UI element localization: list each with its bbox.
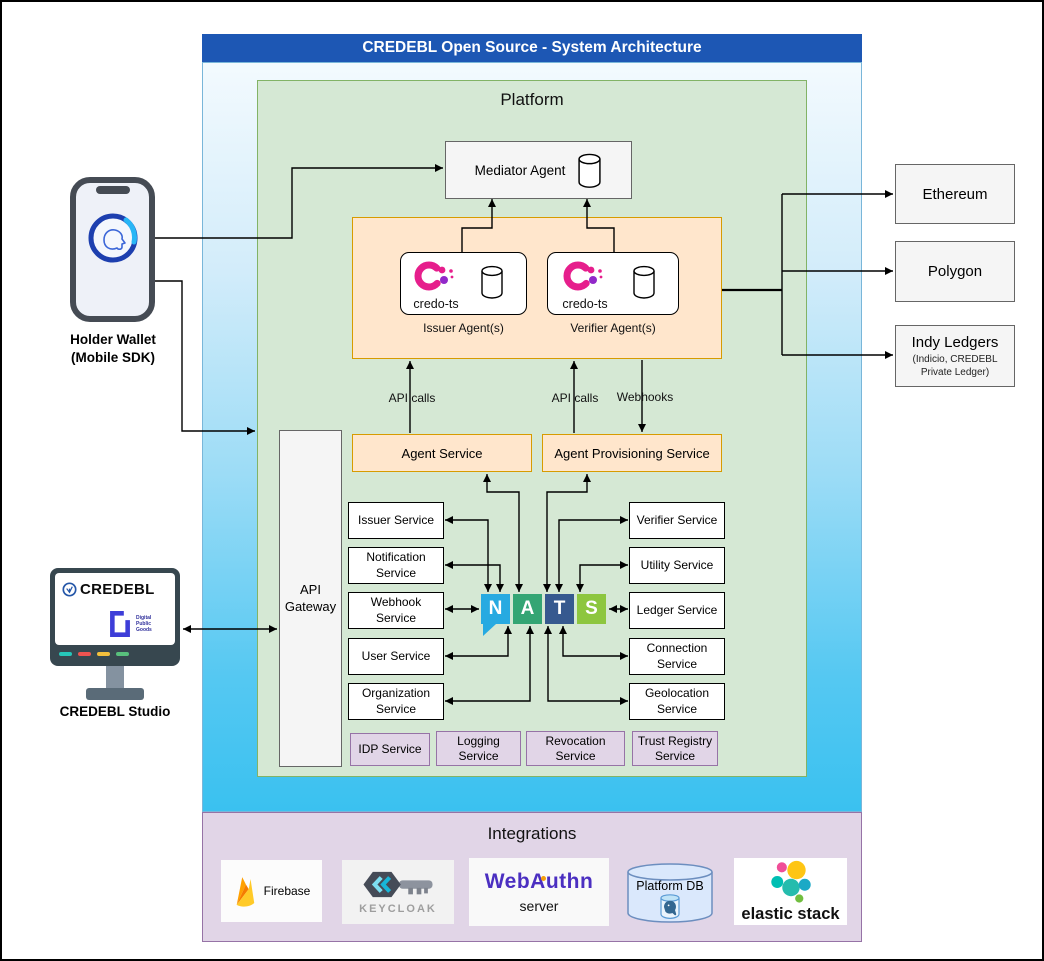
dpg-text-line3: Goods (136, 627, 152, 634)
firebase-flame-icon (236, 877, 254, 907)
holder-wallet-caption: Holder Wallet (Mobile SDK) (43, 331, 183, 366)
webauthn-logo-text: WebAuthn (484, 870, 594, 893)
indy-ledgers-node: Indy Ledgers (Indicio, CREDEBL Private L… (895, 325, 1015, 387)
dpg-logo: Digital Public Goods (107, 604, 171, 644)
connection-service-node: Connection Service (629, 638, 725, 675)
agent-service-node: Agent Service (352, 434, 532, 472)
nats-a-tile-icon: A (513, 594, 542, 624)
logging-service-node: Logging Service (436, 731, 521, 766)
utility-service-node: Utility Service (629, 547, 725, 584)
webhooks-label: Webhooks (616, 390, 674, 404)
dpg-text-line1: Digital (136, 614, 152, 621)
elastic-stack-card: elastic stack (734, 858, 847, 925)
yellow-dash-icon (97, 652, 110, 656)
elastic-logo-icon (770, 860, 811, 903)
firebase-card: Firebase (221, 860, 322, 922)
webhook-service-node: Webhook Service (348, 592, 444, 629)
credo-ts-logo-icon (414, 261, 454, 291)
credebl-logo-icon (62, 582, 77, 597)
postgresql-icon (660, 894, 680, 920)
firebase-label: Firebase (263, 884, 311, 898)
red-dash-icon (78, 652, 91, 656)
phone-notch (95, 186, 130, 194)
webauthn-orange-dot-icon (541, 876, 546, 881)
mediator-agent-label: Mediator Agent (474, 162, 566, 178)
verifier-agent-node: credo-ts (547, 252, 679, 315)
nats-n-tile-icon: N (481, 594, 510, 636)
revocation-service-node: Revocation Service (526, 731, 625, 766)
webauthn-card: WebAuthn server (469, 858, 609, 926)
credebl-studio-monitor-icon: CREDEBL Digital Public Goods (50, 568, 180, 666)
issuer-agent-caption: Issuer Agent(s) (423, 321, 504, 335)
credo-ts-label: credo-ts (562, 297, 608, 311)
geolocation-service-node: Geolocation Service (629, 683, 725, 720)
notification-service-node: Notification Service (348, 547, 444, 584)
studio-brand-text: CREDEBL (80, 581, 155, 598)
idp-service-node: IDP Service (350, 733, 430, 766)
trust-registry-service-node: Trust Registry Service (632, 731, 718, 766)
api-gateway-node: API Gateway (279, 430, 342, 767)
api-calls-label-left: API calls (388, 391, 436, 405)
monitor-indicator-lights (59, 652, 129, 656)
holder-wallet-phone-icon (70, 177, 155, 322)
api-calls-label-right: API calls (551, 391, 599, 405)
integrations-title: Integrations (487, 824, 577, 843)
diagram-title: CREDEBL Open Source - System Architectur… (202, 34, 862, 62)
studio-brand: CREDEBL (62, 581, 155, 598)
user-service-node: User Service (348, 638, 444, 675)
polygon-node: Polygon (895, 241, 1015, 302)
platform-db-label: Platform DB (636, 879, 704, 893)
indy-ledgers-label: Indy Ledgers (911, 333, 999, 351)
holder-wallet-caption-line2: (Mobile SDK) (71, 349, 155, 365)
keycloak-label: KEYCLOAK (359, 903, 437, 915)
credo-ts-label: credo-ts (413, 297, 459, 311)
elastic-stack-label: elastic stack (741, 904, 840, 923)
platform-db-node: Platform DB (625, 862, 715, 923)
webauthn-sublabel: server (519, 898, 559, 914)
credo-ts-logo-icon (563, 261, 603, 291)
database-icon (578, 153, 602, 188)
ledger-service-node: Ledger Service (629, 592, 725, 629)
ethereum-node: Ethereum (895, 164, 1015, 224)
nats-logo: N A T S (481, 594, 606, 636)
nats-s-tile-icon: S (577, 594, 606, 624)
nats-t-tile-icon: T (545, 594, 574, 624)
agent-provisioning-service-node: Agent Provisioning Service (542, 434, 722, 472)
teal-dash-icon (59, 652, 72, 656)
wallet-app-logo-icon (88, 213, 138, 263)
platform-title: Platform (500, 90, 564, 109)
issuer-agent-node: credo-ts (400, 252, 527, 315)
database-icon (481, 265, 503, 299)
verifier-agent-caption: Verifier Agent(s) (570, 321, 656, 335)
mediator-agent-node: Mediator Agent (445, 141, 632, 199)
dpg-text-line2: Public (136, 620, 152, 627)
verifier-service-node: Verifier Service (629, 502, 725, 539)
database-icon (633, 265, 655, 299)
dpg-logo-icon (110, 611, 130, 637)
monitor-screen: CREDEBL Digital Public Goods (55, 573, 175, 645)
indy-ledgers-sublabel: (Indicio, CREDEBL Private Ledger) (912, 353, 998, 378)
monitor-stand-neck (106, 666, 124, 689)
organization-service-node: Organization Service (348, 683, 444, 720)
holder-wallet-caption-line1: Holder Wallet (70, 332, 156, 347)
dpg-text: Digital Public Goods (136, 615, 152, 634)
credebl-studio-caption: CREDEBL Studio (59, 704, 171, 719)
keycloak-key-icon (363, 871, 433, 898)
monitor-stand-base (86, 688, 144, 700)
green-dash-icon (116, 652, 129, 656)
issuer-service-node: Issuer Service (348, 502, 444, 539)
keycloak-card: KEYCLOAK (342, 860, 454, 924)
